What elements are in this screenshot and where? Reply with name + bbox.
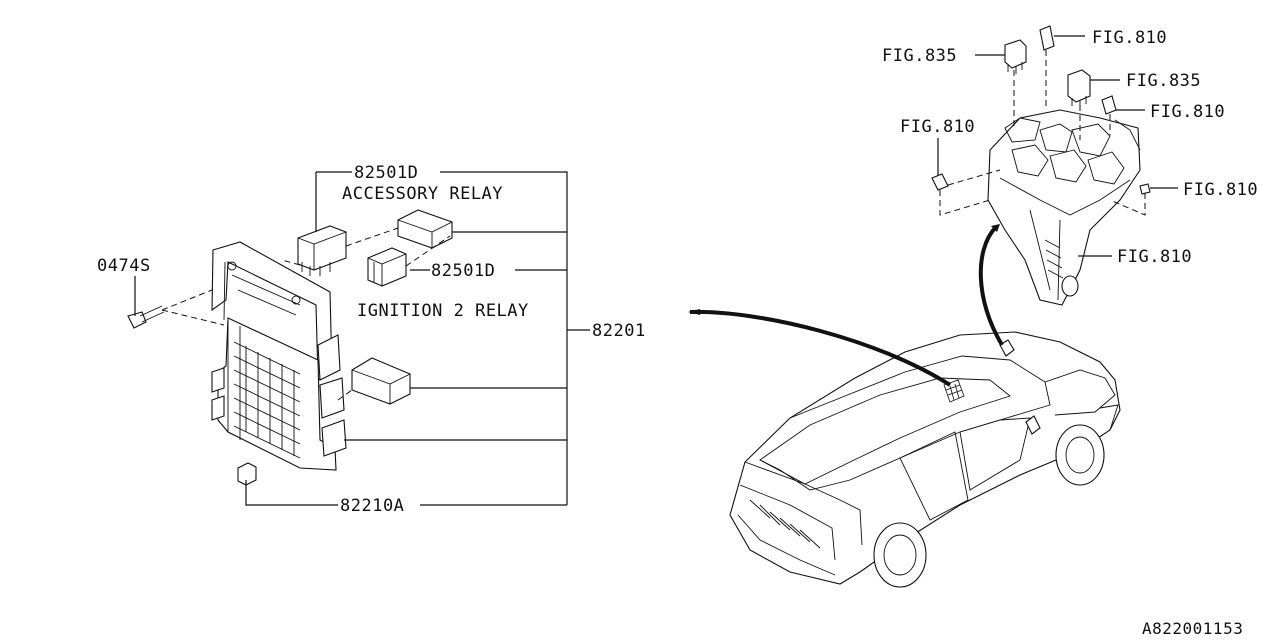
label-82210a: 82210A	[340, 496, 404, 516]
label-ignition-2-relay: IGNITION 2 RELAY	[357, 301, 529, 321]
fuse-box-assembly	[127, 209, 453, 486]
callout-labels: 82501D ACCESSORY RELAY 82501D IGNITION 2…	[97, 28, 1258, 638]
label-fig-810-left: FIG.810	[900, 117, 975, 137]
label-fig-810-right-upper: FIG.810	[1150, 102, 1225, 122]
label-fig-835-left: FIG.835	[882, 46, 957, 66]
label-fig-835-right: FIG.835	[1126, 71, 1201, 91]
label-fig-810-right-mid: FIG.810	[1183, 180, 1258, 200]
label-82501d-top: 82501D	[354, 163, 418, 183]
pointer-arrows	[688, 224, 1004, 387]
car-illustration	[729, 331, 1121, 588]
label-accessory-relay: ACCESSORY RELAY	[342, 184, 503, 204]
label-0474s: 0474S	[97, 256, 151, 276]
engine-relay-box	[931, 25, 1151, 306]
label-82501d-mid: 82501D	[431, 261, 495, 281]
label-82201: 82201	[592, 321, 646, 341]
label-fig-810-top: FIG.810	[1092, 28, 1167, 48]
drawing-id: A822001153	[1142, 619, 1243, 638]
left-leader-lines	[134, 171, 590, 506]
right-leader-lines	[937, 35, 1178, 257]
label-fig-810-bottom: FIG.810	[1117, 247, 1192, 267]
